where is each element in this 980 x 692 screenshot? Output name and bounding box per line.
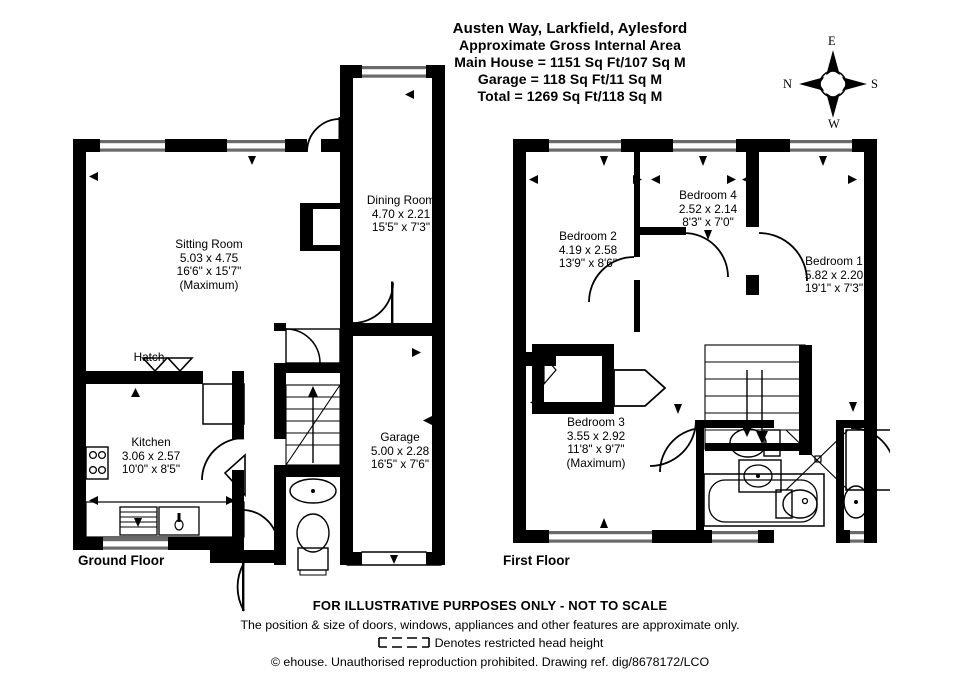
room-name: Garage (380, 430, 420, 444)
compass-rose: E N S W (783, 34, 883, 132)
ground-floor-plan (73, 65, 445, 612)
room-label-kitchen: Kitchen 3.06 x 2.57 10'0" x 8'5" (92, 435, 210, 477)
ground-floor-label: Ground Floor (78, 553, 165, 568)
compass-label-left: N (783, 77, 793, 91)
room-imperial: 16'5" x 7'6" (370, 457, 430, 472)
room-name: Bedroom 2 (559, 229, 617, 243)
footer-copyright: © ehouse. Unauthorised reproduction proh… (270, 654, 710, 669)
room-imperial: 11'8" x 9'7" (567, 442, 625, 457)
room-imperial: 10'0" x 8'5" (121, 462, 181, 477)
room-name: Dining Room (366, 193, 436, 207)
room-name: Bedroom 4 (679, 188, 737, 202)
compass-label-bottom: W (828, 117, 840, 131)
room-metric: 5.00 x 2.28 (370, 443, 430, 458)
footer-block: FOR ILLUSTRATIVE PURPOSES ONLY - NOT TO … (0, 598, 980, 669)
room-name: Bedroom 1 (805, 254, 863, 268)
main-house-area: Main House = 1151 Sq Ft/107 Sq M (454, 54, 686, 70)
label-hatch: Hatch (119, 350, 179, 365)
footer-approximate-note: The position & size of doors, windows, a… (240, 618, 740, 632)
room-label-bedroom-2: Bedroom 2 4.19 x 2.58 13'9" x 8'6" (531, 229, 645, 271)
room-imperial: 8'3" x 7'0" (682, 215, 734, 230)
room-imperial: 16'6" x 15'7" (176, 264, 242, 279)
room-imperial: 19'1" x 7'3" (804, 281, 864, 296)
room-label-garage: Garage 5.00 x 2.28 16'5" x 7'6" (345, 430, 455, 472)
footer-restricted-head-height: Denotes restricted head height (0, 636, 980, 651)
room-imperial: 13'9" x 8'6" (558, 256, 618, 271)
compass-label-right: S (871, 77, 878, 91)
first-floor-label: First Floor (503, 553, 570, 568)
restricted-head-height-text: Denotes restricted head height (434, 636, 604, 650)
room-metric: 3.06 x 2.57 (121, 448, 181, 463)
room-metric: 5.82 x 2.20 (804, 267, 864, 282)
room-metric: 5.03 x 4.75 (179, 250, 239, 265)
area-subtitle: Approximate Gross Internal Area (459, 37, 681, 53)
compass-label-top: E (828, 34, 836, 48)
room-metric: 2.52 x 2.14 (678, 201, 738, 216)
room-name: Kitchen (131, 435, 171, 449)
room-label-sitting-room: Sitting Room 5.03 x 4.75 16'6" x 15'7" (… (139, 237, 279, 292)
room-imperial: 15'5" x 7'3" (371, 220, 431, 235)
garage-area: Garage = 118 Sq Ft/11 Sq M (477, 71, 663, 87)
property-address: Austen Way, Larkfield, Aylesford (452, 20, 688, 37)
footer-disclaimer: FOR ILLUSTRATIVE PURPOSES ONLY - NOT TO … (312, 598, 668, 613)
room-name: Bedroom 3 (567, 415, 625, 429)
hatch-text: Hatch (133, 350, 165, 364)
title-block: Austen Way, Larkfield, Aylesford Approxi… (330, 20, 810, 105)
room-label-dining-room: Dining Room 4.70 x 2.21 15'5" x 7'3" (341, 193, 461, 235)
room-note: (Maximum) (179, 277, 239, 292)
room-metric: 3.55 x 2.92 (566, 428, 626, 443)
first-floor-plan (513, 139, 890, 543)
room-note: (Maximum) (566, 455, 626, 470)
restricted-head-height-symbol-icon (377, 636, 431, 650)
room-label-bedroom-3: Bedroom 3 3.55 x 2.92 11'8" x 9'7" (Maxi… (537, 415, 655, 470)
total-area: Total = 1269 Sq Ft/118 Sq M (477, 88, 663, 104)
room-name: Sitting Room (175, 237, 243, 251)
room-metric: 4.70 x 2.21 (371, 206, 431, 221)
compass-icon (799, 50, 867, 118)
room-metric: 4.19 x 2.58 (558, 242, 618, 257)
room-label-bedroom-1: Bedroom 1 5.82 x 2.20 19'1" x 7'3" (778, 254, 890, 296)
room-label-bedroom-4: Bedroom 4 2.52 x 2.14 8'3" x 7'0" (652, 188, 764, 230)
